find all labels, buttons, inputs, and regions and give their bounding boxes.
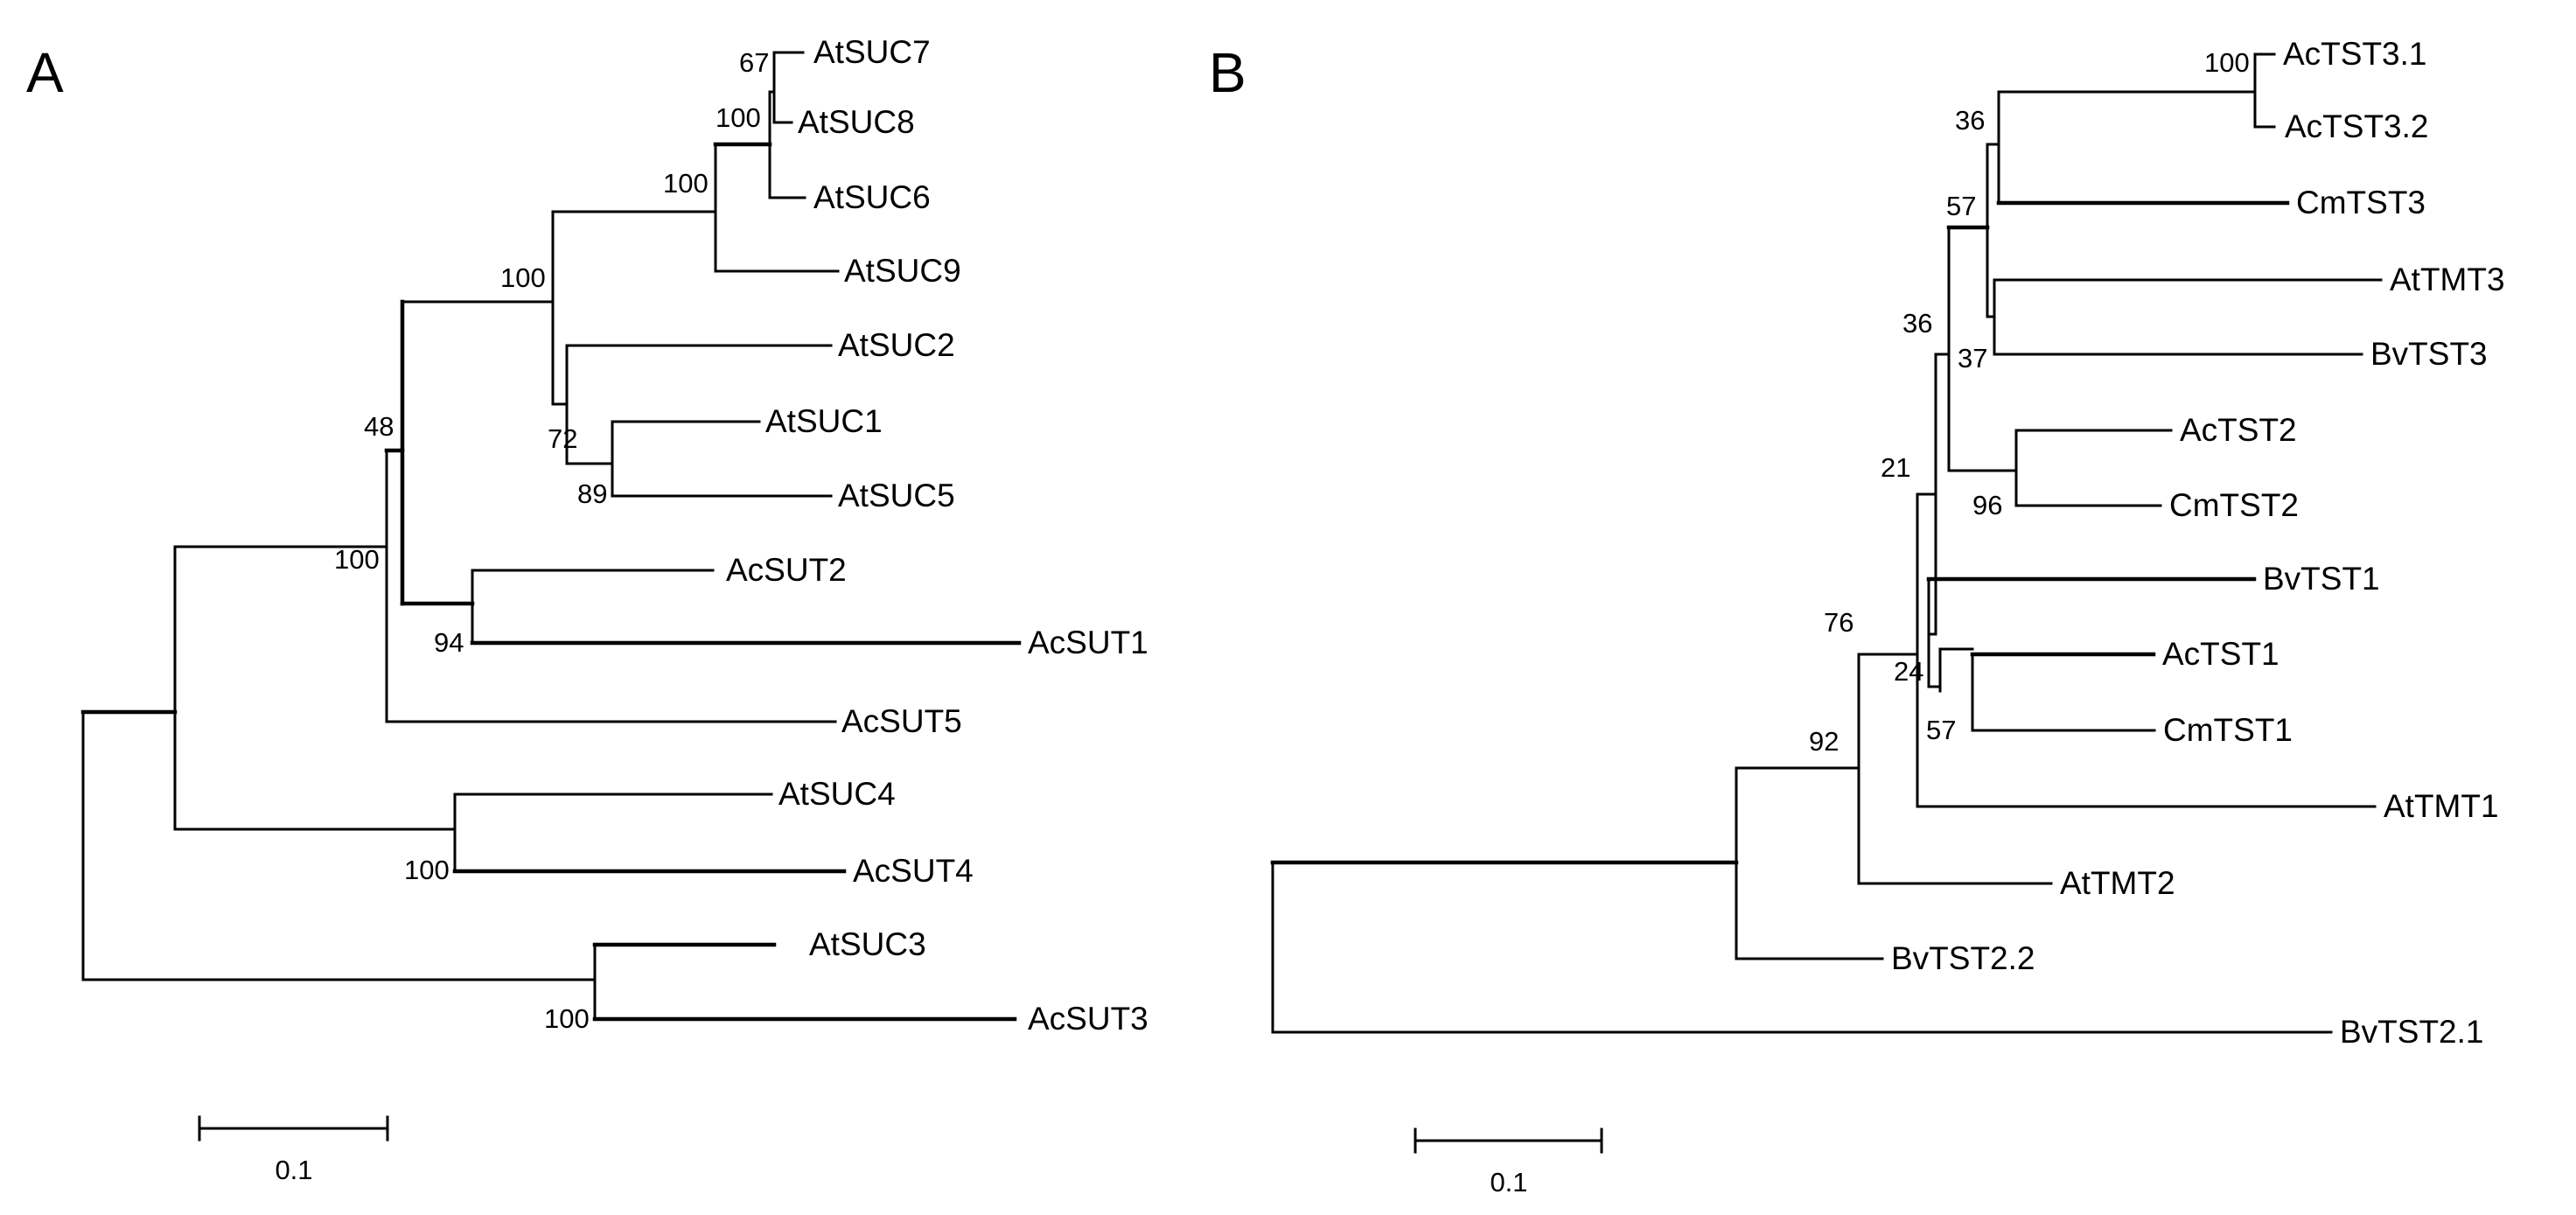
leaf-label: AtSUC9 [844, 253, 961, 289]
bootstrap-value: 76 [1824, 607, 1853, 638]
bootstrap-value: 24 [1894, 656, 1923, 687]
leaf-label: BvTST1 [2263, 561, 2380, 597]
bootstrap-value: 100 [716, 102, 761, 133]
panel-a-bootstrap-values: 67 100 100 100 72 89 48 100 94 100 100 [334, 47, 769, 1034]
leaf-label: BvTST2.1 [2340, 1014, 2484, 1050]
leaf-label: BvTST2.2 [1891, 940, 2035, 976]
bootstrap-value: 100 [663, 168, 709, 199]
bootstrap-value: 92 [1809, 726, 1839, 757]
bootstrap-value: 57 [1946, 191, 1976, 221]
leaf-label: AcSUT3 [1028, 1001, 1148, 1037]
leaf-label: AtTMT2 [2060, 865, 2175, 901]
leaf-label: AtSUC4 [778, 776, 896, 812]
bootstrap-value: 36 [1955, 105, 1985, 136]
bootstrap-value: 37 [1958, 343, 1987, 374]
panel-a-leaf-labels: AtSUC7 AtSUC8 AtSUC6 AtSUC9 AtSUC2 AtSUC… [726, 34, 1148, 1037]
leaf-label: AtSUC2 [838, 327, 955, 363]
panel-b-branches [1270, 52, 2383, 1034]
bootstrap-value: 94 [434, 627, 464, 658]
leaf-label: AtTMT3 [2390, 262, 2505, 297]
leaf-label: AcTST3.1 [2283, 36, 2427, 72]
leaf-label: AcSUT4 [853, 853, 974, 889]
bootstrap-value: 100 [544, 1003, 590, 1034]
leaf-label: BvTST3 [2370, 336, 2488, 372]
bootstrap-value: 100 [500, 262, 546, 293]
panel-a-scale-bar: 0.1 [198, 1115, 389, 1185]
leaf-label: CmTST2 [2169, 487, 2299, 523]
bootstrap-value: 100 [404, 855, 450, 885]
panel-b: B [1209, 36, 2505, 1198]
leaf-label: AcTST3.2 [2285, 108, 2429, 144]
panel-b-leaf-labels: AcTST3.1 AcTST3.2 CmTST3 AtTMT3 BvTST3 A… [1891, 36, 2505, 1050]
leaf-label: CmTST1 [2163, 712, 2293, 748]
panel-b-bootstrap-values: 100 36 57 37 36 96 21 76 24 57 92 [1809, 47, 2250, 757]
leaf-label: AtSUC1 [765, 403, 883, 439]
bootstrap-value: 100 [2204, 47, 2250, 78]
scale-bar-label: 0.1 [1490, 1167, 1527, 1198]
bootstrap-value: 48 [364, 411, 394, 442]
panel-a-branches [80, 51, 1022, 1022]
leaf-label: AcTST1 [2162, 636, 2279, 672]
leaf-label: CmTST3 [2296, 185, 2426, 220]
bootstrap-value: 21 [1881, 452, 1910, 483]
panel-b-scale-bar: 0.1 [1414, 1128, 1603, 1198]
panel-a: A [26, 34, 1148, 1185]
bootstrap-value: 89 [577, 478, 607, 509]
bootstrap-value: 67 [739, 47, 769, 78]
leaf-label: AcTST2 [2180, 412, 2297, 448]
leaf-label: AtSUC8 [798, 104, 915, 140]
panel-b-letter: B [1209, 41, 1246, 104]
panel-a-letter: A [26, 41, 64, 104]
leaf-label: AtSUC7 [813, 34, 931, 70]
leaf-label: AcSUT1 [1028, 625, 1148, 660]
scale-bar-label: 0.1 [275, 1155, 312, 1185]
bootstrap-value: 96 [1972, 490, 2002, 520]
leaf-label: AtTMT1 [2384, 788, 2499, 824]
bootstrap-value: 36 [1902, 308, 1932, 339]
bootstrap-value: 57 [1926, 715, 1956, 745]
leaf-label: AcSUT5 [841, 703, 962, 739]
leaf-label: AtSUC5 [838, 478, 955, 513]
leaf-label: AcSUT2 [726, 552, 847, 588]
bootstrap-value: 72 [548, 423, 577, 454]
leaf-label: AtSUC6 [813, 179, 931, 215]
leaf-label: AtSUC3 [809, 926, 926, 962]
bootstrap-value: 100 [334, 544, 380, 575]
